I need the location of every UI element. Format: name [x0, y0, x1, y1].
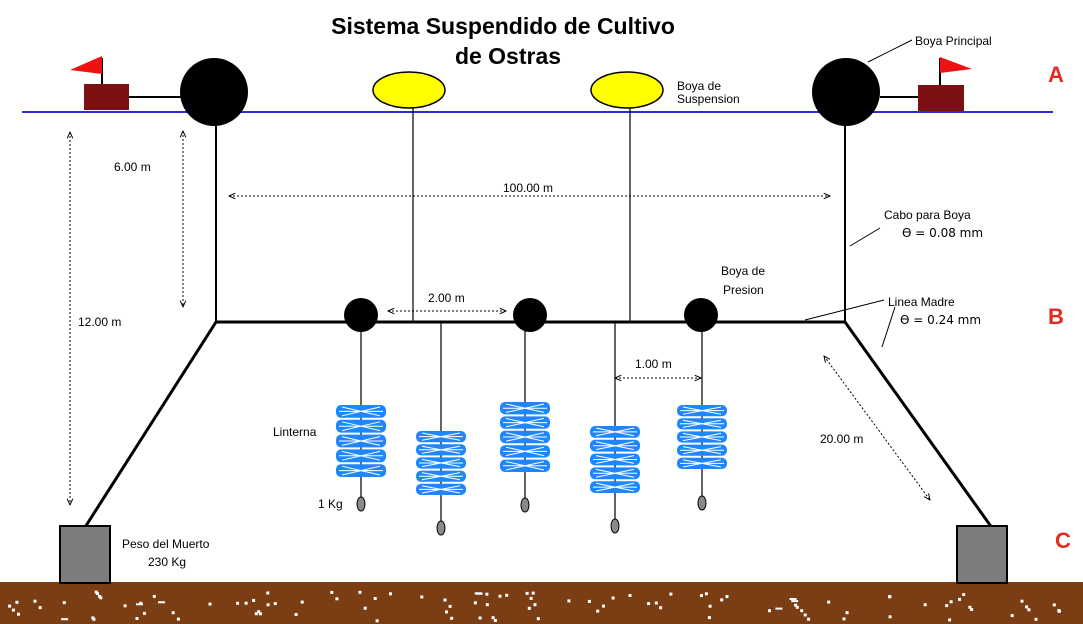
left-anchor-flag — [70, 56, 183, 110]
main-buoy-right — [812, 58, 880, 126]
label-dim-6m: 6.00 m — [114, 160, 151, 174]
lantern-1 — [336, 330, 386, 512]
label-boya-suspension-1: Boya de — [677, 79, 721, 93]
lantern-5 — [677, 330, 727, 511]
label-peso-muerto-2: 230 Kg — [148, 555, 186, 569]
label-linea-madre: Linea Madre — [888, 295, 955, 309]
right-anchor-line — [843, 321, 997, 533]
suspension-buoy-1 — [372, 71, 446, 109]
suspension-buoy-2 — [590, 71, 664, 109]
lantern-2 — [416, 322, 466, 536]
pressure-buoy-1 — [344, 298, 378, 332]
label-dim-12m: 12.00 m — [78, 315, 121, 329]
label-cabo-boya: Cabo para Boya — [884, 208, 971, 222]
label-cabo-boya-diam: ϴ = 0.08 mm — [902, 226, 983, 240]
label-dim-20m: 20.00 m — [820, 432, 863, 446]
pressure-buoy-2 — [513, 298, 547, 332]
level-a: A — [1048, 62, 1064, 87]
label-linea-madre-diam: ϴ = 0.24 mm — [900, 313, 981, 327]
lantern-4 — [590, 322, 640, 534]
level-b: B — [1048, 304, 1064, 329]
diagram-title-line1: Sistema Suspendido de Cultivo — [331, 13, 675, 39]
label-linterna: Linterna — [273, 425, 317, 439]
dead-weight-right — [956, 525, 1008, 584]
label-peso-linterna: 1 Kg — [318, 497, 343, 511]
lantern-3 — [500, 330, 550, 513]
dead-weight-left — [59, 525, 111, 584]
diagram-title-line2: de Ostras — [455, 43, 561, 69]
label-boya-presion-1: Boya de — [721, 264, 765, 278]
label-dim-2m: 2.00 m — [428, 291, 465, 305]
main-buoy-left — [180, 58, 248, 126]
seabed — [0, 582, 1083, 624]
right-anchor-flag — [880, 57, 972, 111]
level-c: C — [1055, 528, 1071, 553]
label-boya-presion-2: Presion — [723, 283, 764, 297]
pressure-buoy-3 — [684, 298, 718, 332]
left-anchor-line — [80, 321, 218, 533]
label-dim-100m: 100.00 m — [503, 181, 553, 195]
leader-linea-madre-1 — [804, 299, 885, 321]
leader-linea-madre-2 — [881, 306, 896, 348]
leader-cabo-boya — [849, 227, 881, 247]
label-dim-1m: 1.00 m — [635, 357, 672, 371]
leader-boya-principal — [867, 39, 913, 63]
label-boya-suspension-2: Suspension — [677, 92, 740, 106]
label-boya-principal: Boya Principal — [915, 34, 992, 48]
label-peso-muerto-1: Peso del Muerto — [122, 537, 210, 551]
dim-20m-arrow — [824, 356, 930, 500]
